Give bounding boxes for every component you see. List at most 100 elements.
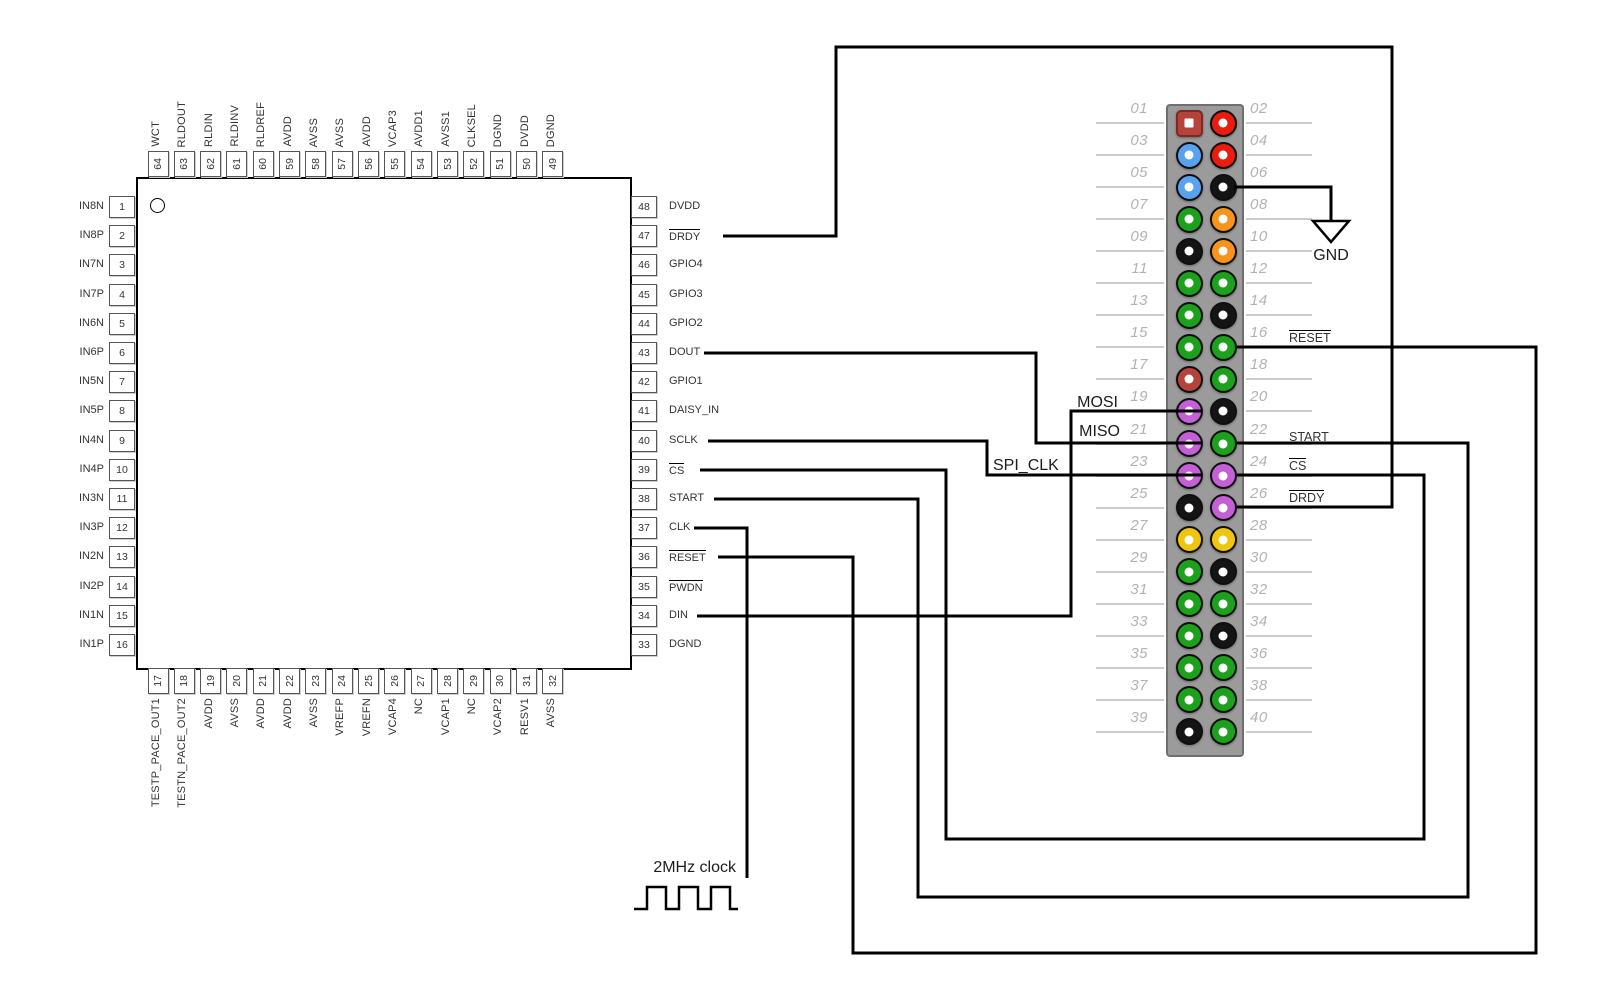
header-pin-26	[1209, 494, 1237, 522]
chip-pin-label-DIN: DIN	[669, 608, 688, 621]
header-pin-37	[1175, 686, 1203, 714]
header-pin-number-22: 22	[1250, 420, 1268, 438]
header-rule-left	[1096, 186, 1164, 189]
header-rule-left	[1096, 314, 1164, 317]
pin-number: 63	[178, 158, 191, 170]
chip-pin-box-53: 53	[437, 151, 459, 177]
header-rule-left	[1096, 474, 1164, 477]
chip-pin-label-IN1P: IN1P	[79, 638, 104, 650]
pin-number: 31	[520, 675, 533, 687]
pin-number: 20	[230, 675, 243, 687]
pin-number: 59	[283, 158, 296, 170]
chip-pin-box-25: 25	[358, 668, 380, 694]
pin-hole	[1184, 310, 1194, 320]
chip-pin-label-VREFP: VREFP	[334, 698, 347, 736]
chip-pin-label-WCT: WCT	[150, 121, 162, 147]
header-pin-number-15: 15	[1130, 324, 1148, 342]
wire-gnd	[1234, 185, 1333, 221]
chip-pin-box-18: 18	[173, 668, 195, 694]
header-rule-right	[1246, 666, 1312, 669]
header-rule-right	[1246, 186, 1312, 189]
header-pin-40	[1209, 718, 1237, 746]
chip-pin-label-VREFN: VREFN	[360, 698, 373, 737]
pin-number: 51	[494, 158, 507, 170]
chip-pin-box-62: 62	[200, 151, 222, 177]
header-rule-left	[1096, 218, 1164, 221]
chip-pin-label-IN2N: IN2N	[78, 550, 104, 563]
pin-hole	[1218, 663, 1228, 673]
chip-pin-label-DAISY_IN: DAISY_IN	[669, 404, 720, 417]
pin-hole	[1218, 631, 1228, 641]
header-rule-right	[1246, 218, 1312, 221]
header-pin-number-23: 23	[1130, 452, 1148, 470]
chip-pin-box-15: 15	[109, 604, 135, 627]
pin-hole	[1184, 182, 1194, 192]
pin-hole	[1218, 182, 1228, 192]
pin-hole	[1184, 567, 1194, 577]
chip-pin-label-IN3N: IN3N	[78, 492, 104, 504]
net-label-gnd: GND	[1313, 247, 1349, 264]
pin-hole	[1184, 374, 1194, 384]
chip-pin-label-RLDOUT: RLDOUT	[176, 100, 189, 147]
pin-hole	[1184, 439, 1194, 448]
chip-pin-box-20: 20	[226, 668, 248, 694]
chip-body	[136, 177, 632, 670]
pin-number: 50	[520, 158, 533, 170]
header-pin-22	[1209, 430, 1237, 457]
header-pin-number-07: 07	[1130, 196, 1148, 214]
pin-number: 17	[152, 675, 164, 687]
chip-pin-box-61: 61	[226, 151, 248, 177]
chip-pin-box-32: 32	[542, 668, 564, 694]
header-rule-right	[1246, 122, 1312, 124]
header-rule-left	[1096, 282, 1164, 285]
chip-pin-box-10: 10	[109, 458, 135, 481]
header-rule-right	[1246, 698, 1312, 701]
chip-pin-label-GPIO1: GPIO1	[669, 375, 703, 388]
header-pin-02	[1209, 109, 1237, 137]
net-label-reset: RESET	[1289, 330, 1331, 345]
header-pin-number-13: 13	[1130, 292, 1148, 310]
header-pin-number-17: 17	[1130, 356, 1148, 374]
header-pin-number-10: 10	[1250, 228, 1268, 246]
chip-pin-label-AVSS: AVSS	[307, 117, 320, 147]
header-pin-number-08: 08	[1250, 196, 1268, 214]
chip-pin-box-63: 63	[173, 151, 195, 177]
chip-pin-box-59: 59	[279, 151, 301, 177]
chip-pin-label-PWDN: PWDN	[669, 579, 703, 594]
net-label-drdy: DRDY	[1289, 490, 1325, 505]
header-rule-right	[1246, 634, 1312, 637]
chip-pin-label-IN6N: IN6N	[78, 316, 104, 329]
header-pin-number-40: 40	[1250, 708, 1268, 726]
header-rule-left	[1096, 570, 1164, 573]
pin-number: 62	[204, 158, 217, 170]
pin-hole	[1184, 278, 1194, 288]
chip-pin-box-17: 17	[147, 668, 169, 694]
header-pin-number-12: 12	[1250, 260, 1268, 278]
chip-pin-box-16: 16	[109, 634, 135, 656]
chip-pin-label-AVDD: AVDD	[281, 116, 294, 147]
pin-hole	[1218, 503, 1228, 513]
chip-pin-label-AVSS: AVSS	[228, 698, 241, 728]
chip-pin-box-1: 1	[109, 196, 135, 218]
pin-hole	[1184, 599, 1194, 609]
chip-pin-box-23: 23	[305, 668, 327, 694]
header-pin-number-37: 37	[1130, 676, 1148, 694]
header-pin-03	[1175, 141, 1203, 169]
header-pin-number-34: 34	[1250, 612, 1268, 630]
header-pin-20	[1209, 397, 1237, 425]
chip-pin-label-IN3P: IN3P	[79, 521, 104, 534]
chip-pin-box-57: 57	[331, 151, 353, 177]
header-pin-number-02: 02	[1250, 100, 1268, 117]
header-rule-left	[1096, 154, 1164, 157]
pin-hole	[1218, 471, 1228, 481]
chip-pin-box-7: 7	[109, 371, 135, 394]
chip-pin-box-9: 9	[109, 429, 135, 452]
chip-pin-box-36: 36	[631, 546, 657, 569]
chip-pin-box-34: 34	[631, 604, 657, 627]
chip-pin-box-55: 55	[384, 151, 406, 177]
pin-number: 21	[257, 675, 270, 687]
wire-cs	[700, 468, 1426, 841]
net-label-2mhz-clock: 2MHz clock	[653, 859, 736, 876]
pin-number: 49	[546, 158, 559, 170]
chip-pin-label-RESV1: RESV1	[518, 698, 531, 736]
